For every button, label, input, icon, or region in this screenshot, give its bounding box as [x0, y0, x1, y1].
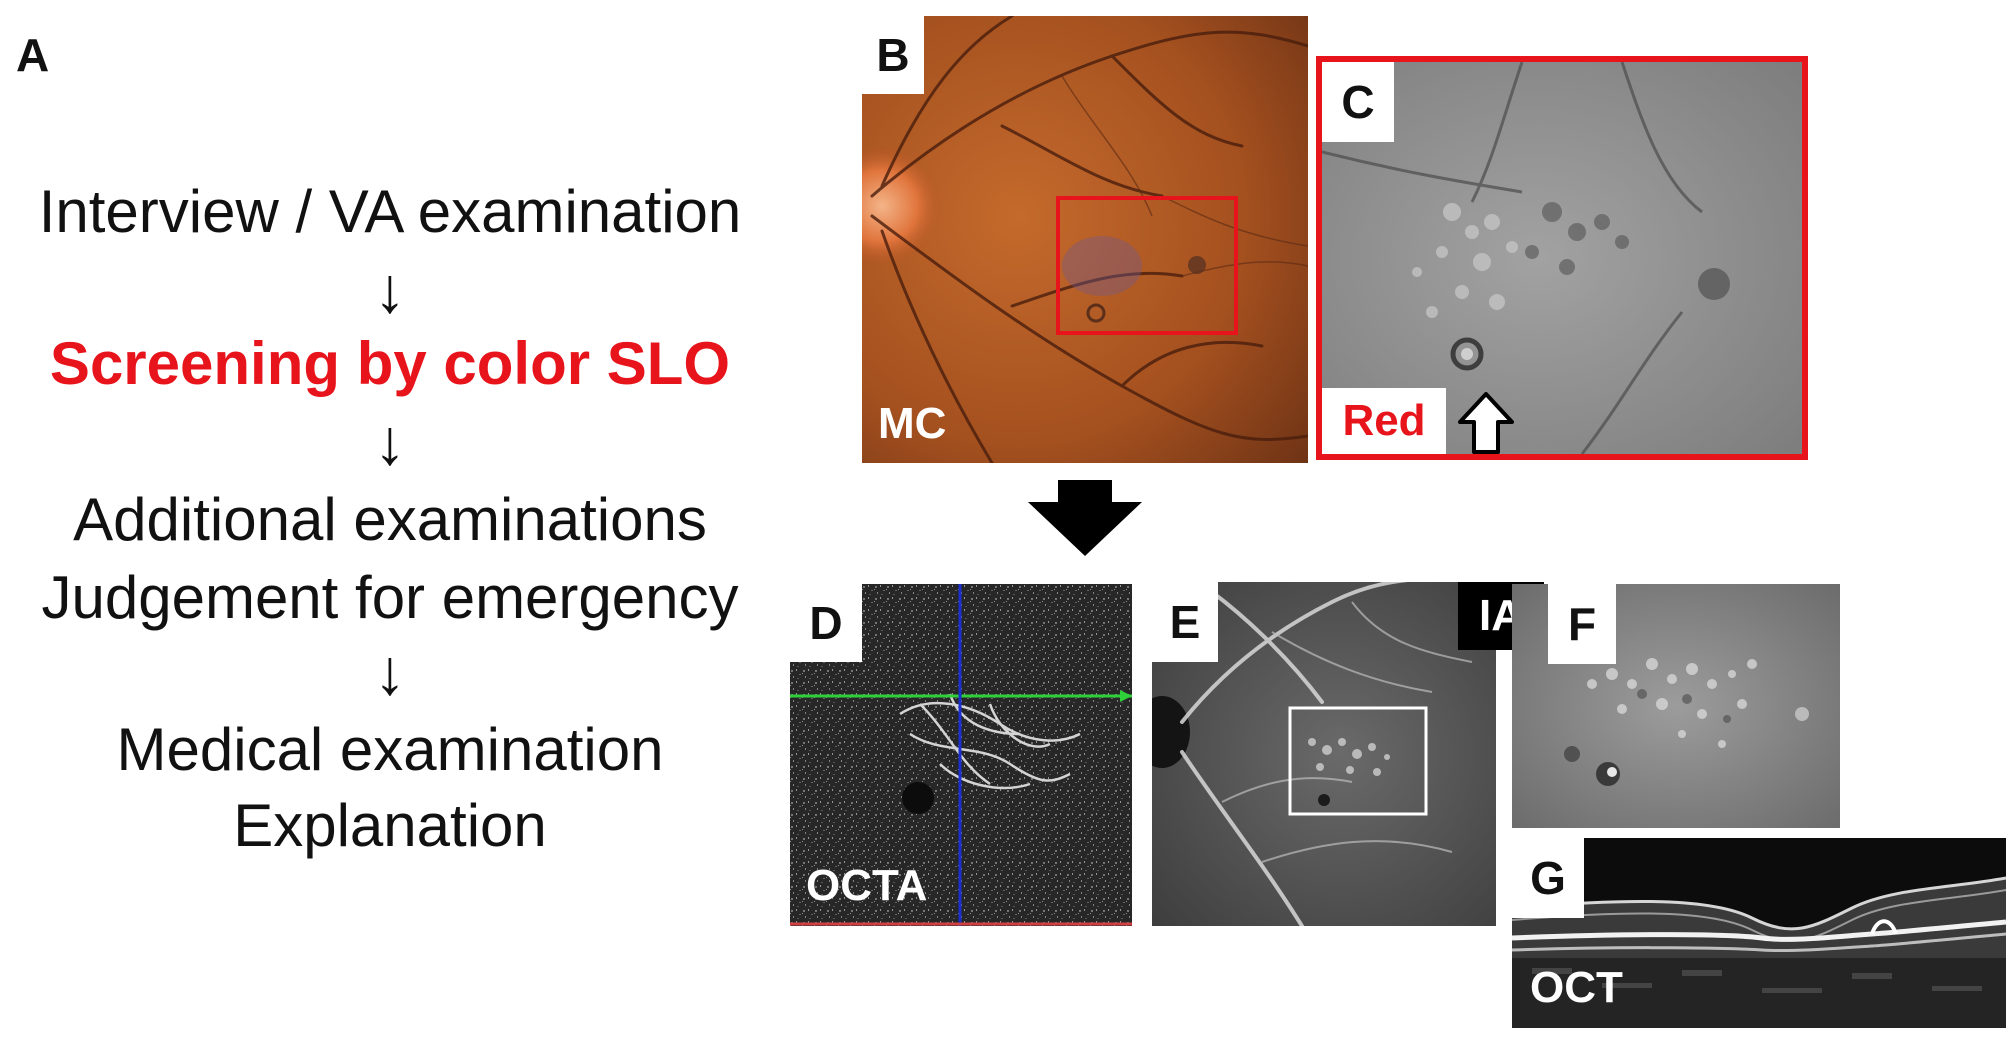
flow-step-explanation: Explanation: [233, 792, 547, 859]
fundus-mc-image: [862, 16, 1308, 463]
flow-step-interview: Interview / VA examination: [38, 178, 742, 245]
up-arrow-icon: [1458, 392, 1514, 454]
panel-e-letter: E: [1152, 582, 1218, 662]
flow-arrow-1: ↓: [374, 254, 406, 326]
octa-image: [790, 584, 1132, 926]
oct-image: [1512, 838, 2006, 1028]
flow-arrow-2: ↓: [374, 406, 406, 478]
red-reflectance-image: [1316, 56, 1808, 460]
panel-f-letter: F: [1548, 584, 1616, 664]
panel-c-letter: C: [1322, 62, 1394, 142]
panel-a-letter: A: [16, 29, 50, 81]
flow-step-judgement: Judgement for emergency: [41, 564, 739, 631]
panel-b-letter: B: [862, 16, 924, 94]
flow-arrow-3: ↓: [374, 636, 406, 708]
panel-g-letter: G: [1512, 838, 1584, 918]
octa-label: OCTA: [806, 861, 928, 910]
red-label: Red: [1322, 388, 1446, 454]
oct-label: OCT: [1530, 963, 1623, 1012]
mc-label: MC: [878, 399, 947, 448]
panel-d-letter: D: [790, 584, 862, 662]
flow-step-medical: Medical examination: [116, 716, 664, 783]
flow-step-additional: Additional examinations: [73, 486, 707, 553]
flow-step-screening: Screening by color SLO: [49, 330, 731, 397]
down-arrow-icon: [1028, 480, 1142, 556]
